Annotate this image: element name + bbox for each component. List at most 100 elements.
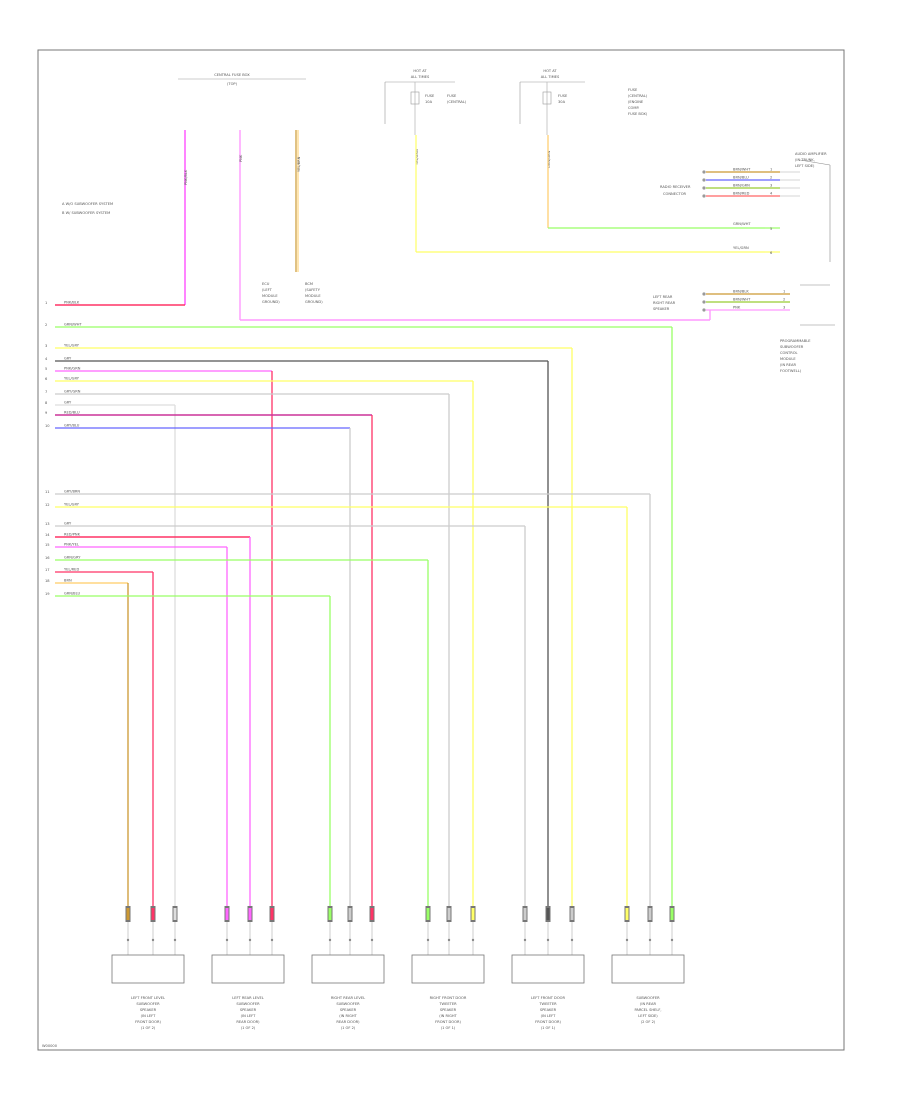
pin-number: 2 bbox=[783, 298, 785, 302]
pin-color bbox=[447, 908, 451, 920]
speaker-label: LEFT REAR LEVEL bbox=[232, 996, 263, 1000]
pin-terminal-icon bbox=[270, 938, 274, 942]
ground-label: GROUND) bbox=[262, 300, 280, 304]
pin-color bbox=[471, 908, 475, 920]
top-wires: PNK/BLK PNK YEL/BRN bbox=[184, 130, 301, 320]
wire-number: 3 bbox=[45, 344, 47, 348]
fuse-block-1: HOT AT ALL TIMES FUSE 10A FUSE (CENTRAL)… bbox=[384, 69, 467, 165]
pin-terminal-icon bbox=[570, 938, 574, 942]
connector-pin-icon bbox=[702, 194, 706, 198]
wire-color-label: GRY/BRN bbox=[64, 490, 80, 494]
speaker-label: (IN RIGHT bbox=[439, 1014, 457, 1018]
speaker-label: (IN LEFT bbox=[141, 1014, 157, 1018]
speaker-label: PARCEL SHELF, bbox=[634, 1008, 661, 1012]
diagram-frame bbox=[37, 49, 845, 1051]
fuse2-header-1: HOT AT bbox=[543, 69, 557, 73]
pin-wire-label: PNK bbox=[733, 306, 741, 310]
fuse-block-2: HOT AT ALL TIMES FUSE 30A FUSE (CENTRAL)… bbox=[519, 69, 648, 168]
pin-number: 2 bbox=[770, 176, 772, 180]
pin-terminal-icon bbox=[670, 938, 674, 942]
ground-label: MODULE bbox=[305, 294, 321, 298]
pin-terminal-icon bbox=[523, 938, 527, 942]
wire-number: 10 bbox=[45, 424, 50, 428]
fuse2-header-2: ALL TIMES bbox=[541, 75, 560, 79]
pin-wire-label: BRN/BLU bbox=[733, 176, 749, 180]
pin-number: 3 bbox=[783, 306, 785, 310]
fuse1-header-2: ALL TIMES bbox=[411, 75, 430, 79]
fuse1-label: FUSE bbox=[425, 94, 435, 98]
ground-label: MODULE bbox=[262, 294, 278, 298]
speaker-side-label: SPEAKER bbox=[653, 307, 670, 311]
pin-color bbox=[370, 908, 374, 920]
fuse1-side-1: FUSE bbox=[447, 94, 457, 98]
module-label: PROGRAMMABLE bbox=[780, 339, 811, 343]
pin-terminal-icon bbox=[248, 938, 252, 942]
wire-color-label: GRY bbox=[64, 401, 72, 405]
speaker-label: SPEAKER bbox=[340, 1008, 357, 1012]
pin-terminal-icon bbox=[648, 938, 652, 942]
amplifier-label: (IN TRUNK, bbox=[795, 158, 815, 162]
module-label: FOOTWELL) bbox=[780, 369, 802, 373]
pin-terminal-icon bbox=[546, 938, 550, 942]
pin-number: 4 bbox=[770, 192, 773, 196]
speaker-label: (IN LEFT bbox=[241, 1014, 257, 1018]
connector-pin-icon bbox=[702, 170, 706, 174]
module-label: SUBWOOFER bbox=[780, 345, 804, 349]
module-label: CONTROL bbox=[780, 351, 798, 355]
wire-color-label: YEL/GRY bbox=[64, 377, 80, 381]
wire-label: PNK bbox=[239, 154, 243, 162]
pin-wire-label: BRN/GRN bbox=[733, 184, 750, 188]
pin-color bbox=[523, 908, 527, 920]
wire-number: 11 bbox=[45, 490, 50, 494]
speaker-label: LEFT SIDE) bbox=[638, 1014, 658, 1018]
fuse-icon bbox=[410, 91, 420, 105]
speaker-label: SPEAKER bbox=[140, 1008, 157, 1012]
pin-color bbox=[426, 908, 430, 920]
wire-color-label: GRN/BLU bbox=[64, 592, 80, 596]
wire-number: 6 bbox=[45, 377, 48, 381]
legend: A W/O SUBWOOFER SYSTEM B W/ SUBWOOFER SY… bbox=[62, 202, 113, 215]
speaker-label: FRONT DOOR) bbox=[535, 1020, 561, 1024]
pin-number: 5 bbox=[770, 227, 772, 231]
pin-number: 3 bbox=[770, 184, 772, 188]
wire-number: 8 bbox=[45, 401, 48, 405]
connector-pin-icon bbox=[702, 308, 706, 312]
pin-terminal-icon bbox=[447, 938, 451, 942]
pin-terminal-icon bbox=[426, 938, 430, 942]
wire-color-label: RED/BLU bbox=[64, 411, 80, 415]
pin-terminal-icon bbox=[225, 938, 229, 942]
speaker-label: SPEAKER bbox=[240, 1008, 257, 1012]
pin-terminal-icon bbox=[370, 938, 374, 942]
fuse2-side-2: (CENTRAL) bbox=[628, 94, 648, 98]
pin-color bbox=[546, 908, 550, 920]
pin-color bbox=[126, 908, 130, 920]
legend-item-a: A W/O SUBWOOFER SYSTEM bbox=[62, 202, 113, 206]
ground-label: ECU bbox=[262, 282, 270, 286]
speaker-code: (1 OF 1) bbox=[541, 1026, 556, 1030]
wire-number: 1 bbox=[45, 301, 47, 305]
pin-number: 6 bbox=[770, 251, 773, 255]
pin-terminal-icon bbox=[471, 938, 475, 942]
wire-color-label: YEL/GRY bbox=[64, 344, 80, 348]
speaker-code: (1 OF 2) bbox=[241, 1026, 256, 1030]
speaker-label: SUBWOOFER bbox=[136, 1002, 160, 1006]
fuse2-side-4: COMP. bbox=[628, 106, 639, 110]
ground-labels: ECU (LEFT MODULE GROUND) BCM (SAFETY MOD… bbox=[262, 282, 323, 304]
pin-color bbox=[151, 908, 155, 920]
pin-color bbox=[625, 908, 629, 920]
speaker-side-label: RIGHT REAR bbox=[653, 301, 676, 305]
fuse2-rating: 30A bbox=[558, 100, 566, 104]
speaker-box bbox=[311, 954, 385, 984]
wire-number: 7 bbox=[45, 390, 47, 394]
fuse2-side-3: (ENGINE bbox=[628, 100, 644, 104]
pin-wire-label: GRN/WHT bbox=[733, 222, 751, 226]
wire-color-label: GRY/BLU bbox=[64, 424, 80, 428]
radio-receiver-label: CONNECTOR bbox=[663, 192, 687, 196]
wire-number: 19 bbox=[45, 592, 50, 596]
speaker-side-label: LEFT REAR bbox=[653, 295, 673, 299]
